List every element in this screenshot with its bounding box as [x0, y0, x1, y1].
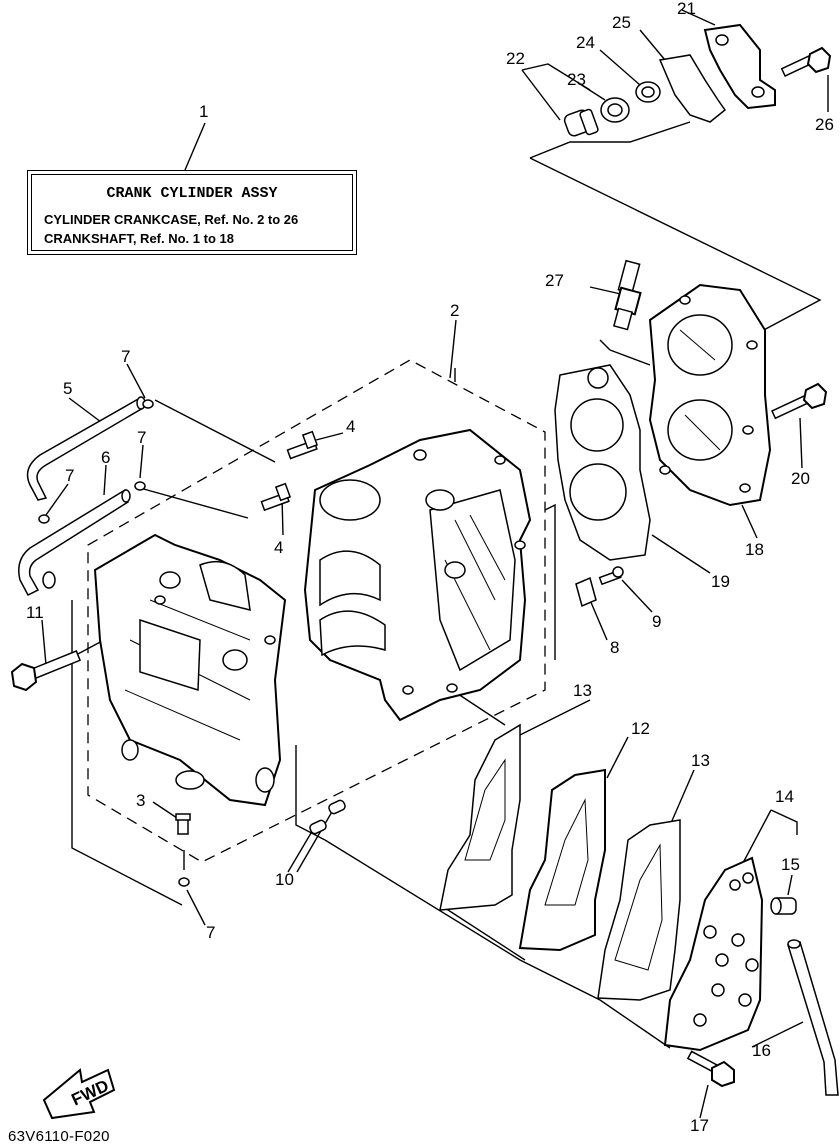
callout-23: 23 [567, 70, 586, 89]
callout-18: 18 [745, 540, 764, 559]
fitting-15 [770, 897, 797, 915]
dowel-pins-10 [309, 799, 346, 835]
bolt-20 [770, 382, 828, 420]
callout-26: 26 [815, 115, 834, 134]
callout-25: 25 [612, 13, 631, 32]
bolt-17 [686, 1050, 735, 1088]
bolt-26 [780, 46, 832, 77]
forward-arrow-icon [42, 1068, 116, 1120]
callout-9: 9 [652, 612, 661, 631]
callout-13a: 13 [573, 681, 592, 700]
callout-1: 1 [199, 102, 208, 121]
gasket-25 [658, 54, 727, 123]
callout-27: 27 [545, 271, 564, 290]
spark-plug-27 [612, 259, 642, 331]
callout-6: 6 [101, 448, 110, 467]
assembly-note-box: CRANK CYLINDER ASSY CYLINDER CRANKCASE, … [27, 170, 357, 255]
callout-numbers: 1 2 3 4 4 5 6 7 7 7 7 8 9 10 11 12 13 13… [26, 0, 834, 1135]
callout-11: 11 [26, 603, 44, 622]
callout-4a: 4 [346, 417, 355, 436]
cylinder-head-gasket-19 [554, 364, 651, 561]
clips-7 [38, 399, 190, 887]
anode-8 [575, 576, 597, 608]
callout-7d: 7 [206, 923, 215, 942]
assembly-outline [87, 359, 546, 863]
callout-15: 15 [781, 855, 800, 874]
cylinder-head-18 [648, 283, 772, 507]
callout-4b: 4 [274, 538, 283, 557]
gasket-13-left [439, 723, 521, 911]
gasket-13-right [597, 819, 681, 1001]
cover-21 [703, 23, 776, 110]
seal-23 [600, 97, 630, 123]
callout-10: 10 [275, 870, 294, 889]
exhaust-cover-12 [518, 768, 606, 952]
assembly-line-crankshaft: CRANKSHAFT, Ref. No. 1 to 18 [44, 231, 234, 246]
hose-5 [26, 396, 146, 501]
assembly-line-crankcase: CYLINDER CRANKCASE, Ref. No. 2 to 26 [44, 212, 299, 227]
callout-20: 20 [791, 469, 810, 488]
callout-24: 24 [576, 33, 595, 52]
crankcase-left [93, 533, 287, 807]
callout-21: 21 [677, 0, 696, 18]
callout-7c: 7 [65, 466, 74, 485]
screws-4 [260, 430, 319, 512]
oil-seal-24 [635, 81, 661, 103]
callout-12: 12 [631, 719, 650, 738]
callout-2: 2 [450, 301, 459, 320]
cylinder-block [303, 428, 532, 722]
assembly-title: CRANK CYLINDER ASSY [106, 185, 278, 202]
cover-14 [663, 856, 764, 1052]
callout-22: 22 [506, 49, 525, 68]
callout-16: 16 [752, 1041, 771, 1060]
fitting-22 [563, 108, 599, 137]
callout-3: 3 [136, 791, 145, 810]
callout-7b: 7 [137, 428, 146, 447]
callout-7a: 7 [121, 347, 130, 366]
bolt-11 [10, 650, 82, 692]
screw-9 [598, 566, 624, 586]
callout-5: 5 [63, 379, 72, 398]
screw-3 [175, 813, 191, 835]
callout-19: 19 [711, 572, 730, 591]
callout-8: 8 [610, 638, 619, 657]
diagram-code: 63V6110-F020 [8, 1128, 110, 1145]
hose-6 [18, 488, 131, 596]
callout-13b: 13 [691, 751, 710, 770]
callout-17: 17 [690, 1116, 709, 1135]
callout-14: 14 [775, 787, 794, 806]
hose-16 [787, 939, 839, 1096]
